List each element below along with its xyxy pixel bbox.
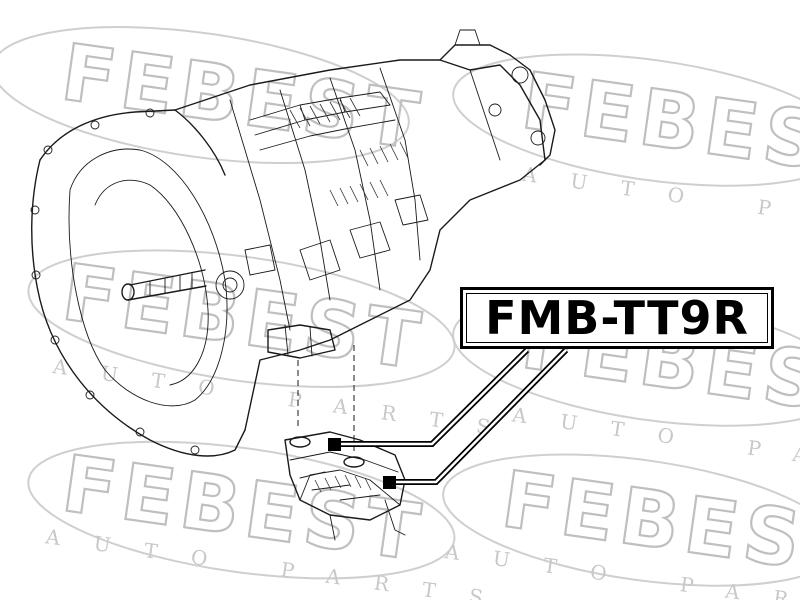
part-number-label: FMB-TT9R	[460, 287, 774, 349]
watermark-brand: FEBEST	[56, 28, 430, 168]
leader-marker	[383, 476, 396, 489]
alignment-lines	[297, 345, 355, 455]
leader-lines	[328, 347, 569, 489]
transmission-drawing	[30, 29, 556, 457]
engine-mount-part	[284, 431, 406, 541]
leader-marker	[328, 438, 341, 451]
